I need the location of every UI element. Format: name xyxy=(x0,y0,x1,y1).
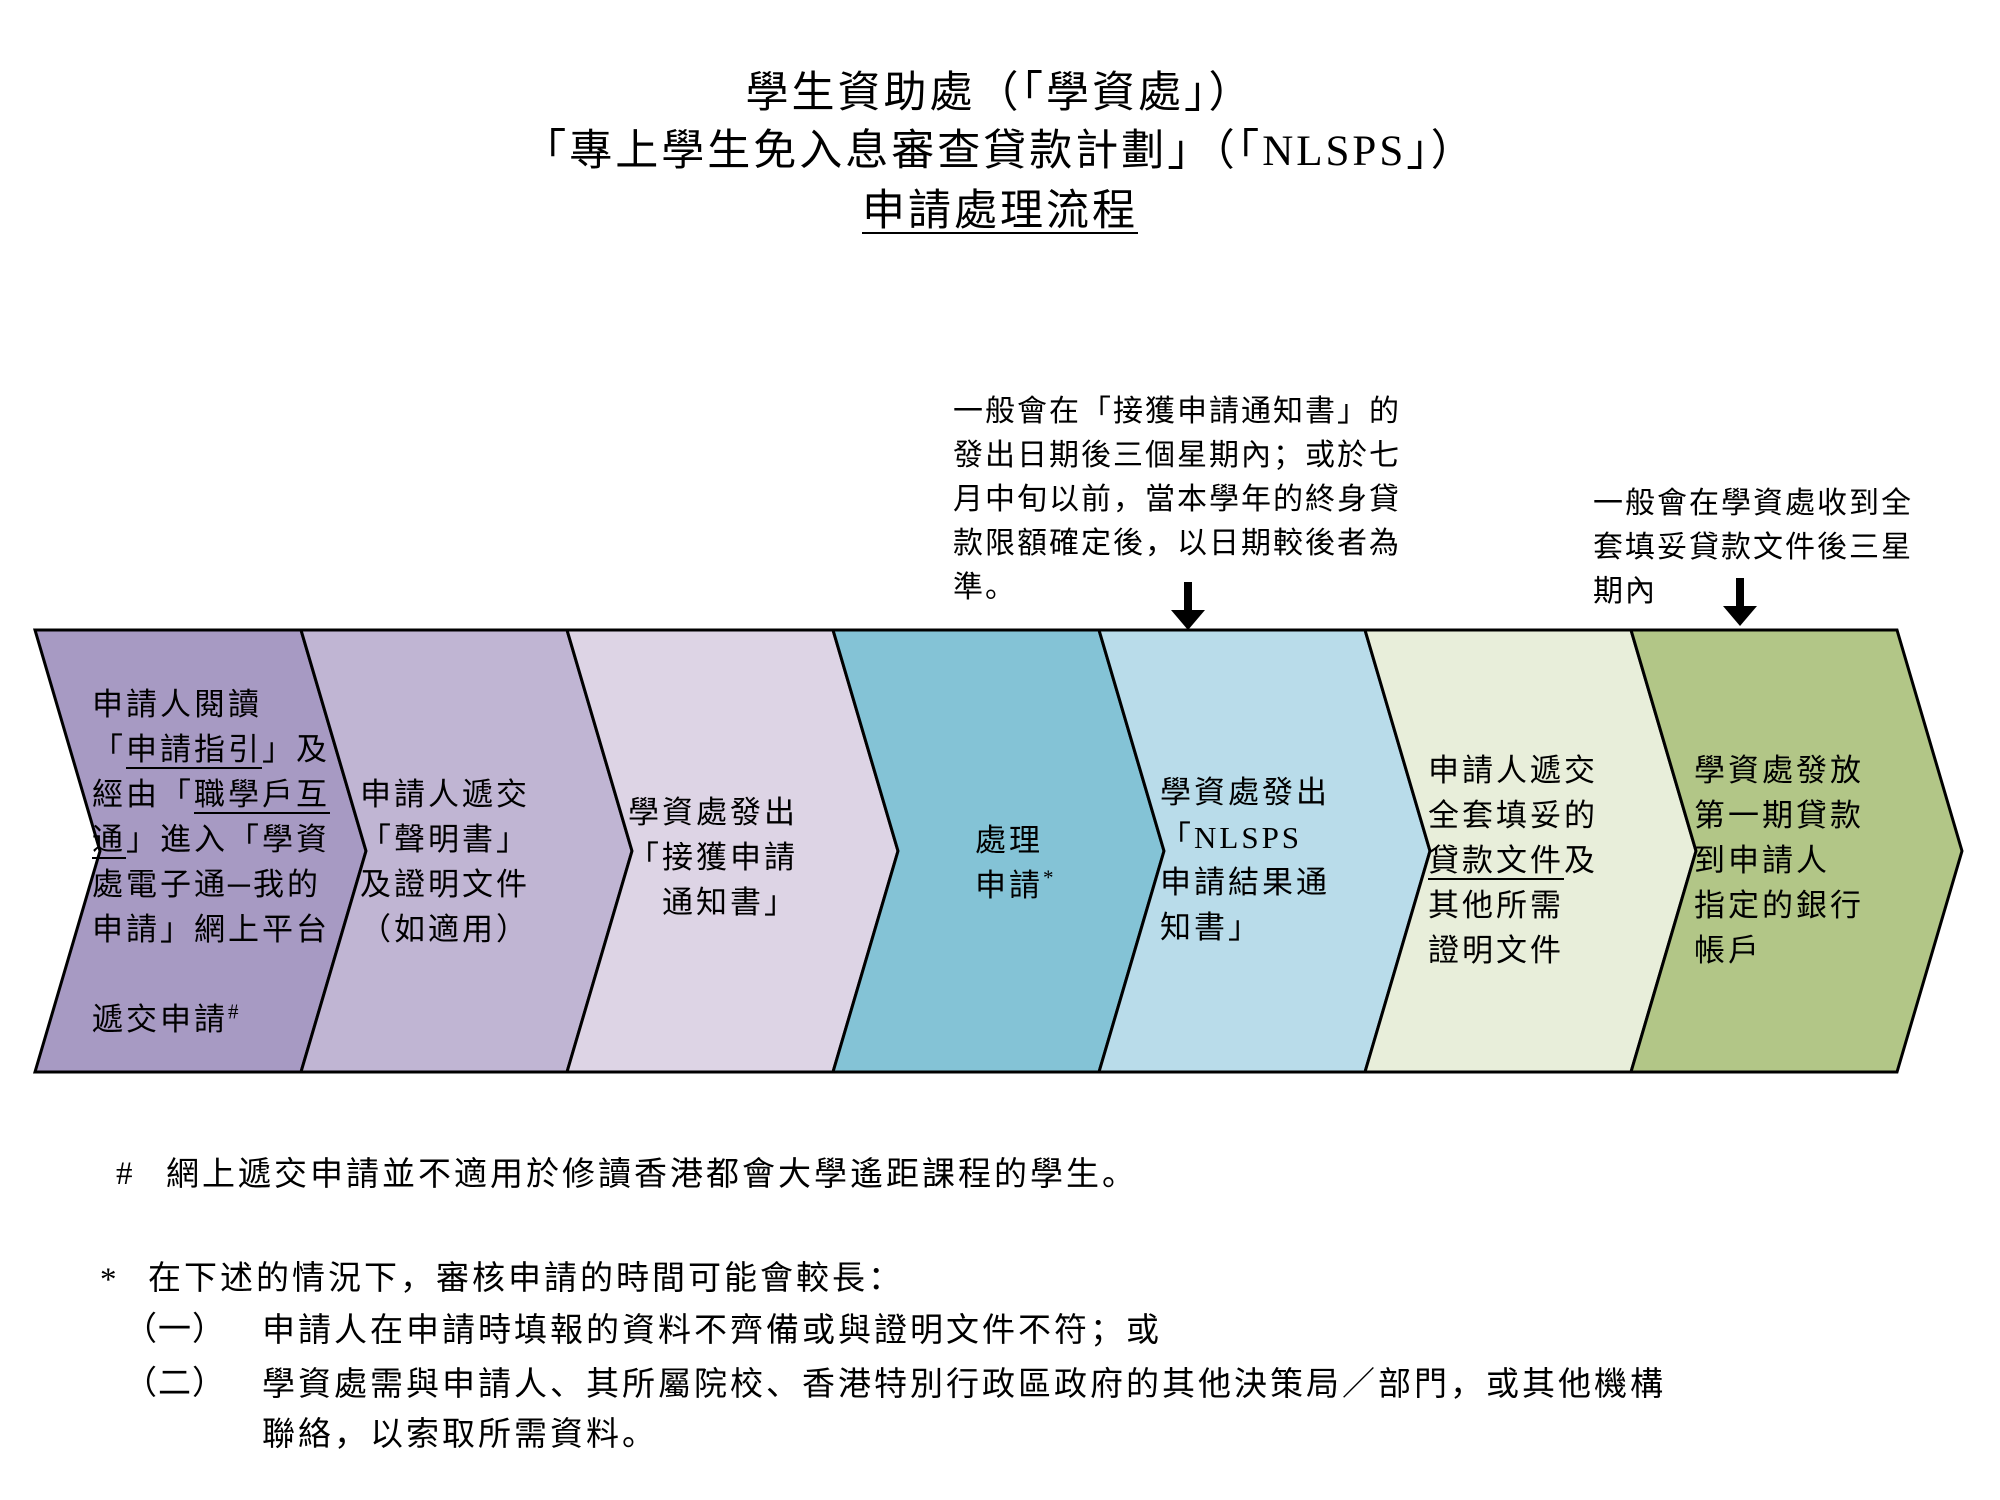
page-title-line-1: 學生資助處（「學資處」） xyxy=(745,70,1255,117)
step-label-process-application: 處理 申請* xyxy=(975,823,1054,903)
footnote-item2-marker: （二） xyxy=(124,1366,226,1402)
footnote-item1-text: 申請人在申請時填報的資料不齊備或與證明文件不符；或 xyxy=(262,1313,1162,1349)
footnote-item1-marker: （一） xyxy=(124,1312,226,1348)
page-title-line-3: 申請處理流程 xyxy=(862,188,1138,235)
annotation-processing-time: 一般會在「接獲申請通知書」的 發出日期後三個星期內；或於七 月中旬以前，當本學年… xyxy=(953,395,1401,604)
down-arrow-icon-1 xyxy=(1171,582,1205,630)
chevron-step-7 xyxy=(1628,628,1964,1074)
step-label-acknowledgement-issued: 學資處發出 「接獲申請 通知書」 xyxy=(628,795,798,920)
footnote-hash-text: 網上遞交申請並不適用於修讀香港都會大學遙距課程的學生。 xyxy=(166,1157,1138,1193)
process-flow-diagram xyxy=(32,578,1964,1074)
step-label-loan-release: 學資處發放 第一期貸款 到申請人 指定的銀行 帳戶 xyxy=(1694,753,1864,968)
down-arrow-icon-2 xyxy=(1723,578,1757,626)
step-label-submit-declaration: 申請人遞交 「聲明書」 及證明文件 （如適用） xyxy=(360,777,530,947)
footnote-hash-marker: # xyxy=(116,1156,134,1192)
step-label-result-notification: 學資處發出 「NLSPS 申請結果通 知書」 xyxy=(1160,775,1330,945)
annotation-loan-release-time: 一般會在學資處收到全 套填妥貸款文件後三星 期內 xyxy=(1593,487,1913,608)
footnote-star-marker: * xyxy=(100,1262,118,1298)
step-label-read-guidance-and-submit: 申請人閱讀 「申請指引」及 經由「職學戶互 通」進入「學資 處電子通─我的 申請… xyxy=(92,687,330,1037)
footnote-item2-text: 學資處需與申請人、其所屬院校、香港特別行政區政府的其他決策局／部門，或其他機構 … xyxy=(262,1367,1666,1453)
page-title-line-2: 「專上學生免入息審查貸款計劃」（「NLSPS」） xyxy=(523,128,1477,175)
footnote-star-text: 在下述的情況下，審核申請的時間可能會較長： xyxy=(148,1261,904,1297)
step-label-submit-loan-documents: 申請人遞交 全套填妥的 貸款文件及 其他所需 證明文件 xyxy=(1428,753,1598,968)
